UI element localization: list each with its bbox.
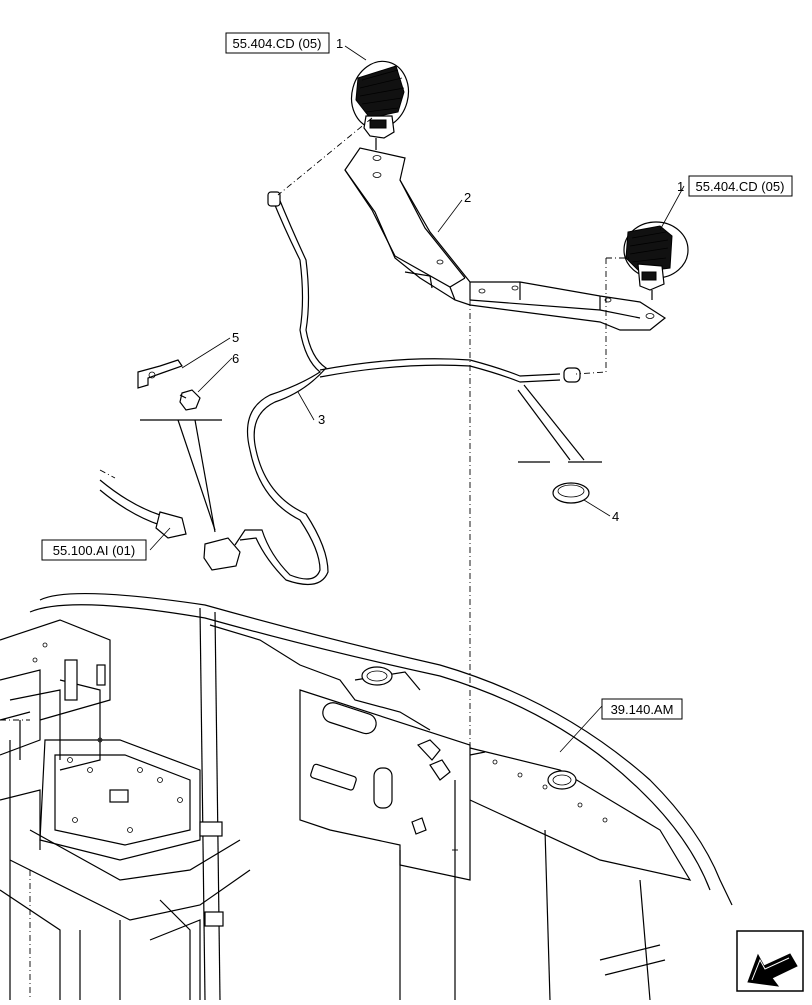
ref-label-connector: 55.100.AI (01) [53, 543, 135, 558]
assembly-leaders [277, 117, 632, 851]
connector-cable [99, 469, 187, 539]
callout-1-left: 1 [336, 36, 343, 51]
ref-label-lamp-left: 55.404.CD (05) [233, 36, 322, 51]
callout-5: 5 [232, 330, 239, 345]
callout-3: 3 [318, 412, 325, 427]
work-lamp-right [623, 221, 689, 300]
work-lamp-left [350, 60, 410, 150]
callout-leaders [149, 45, 685, 753]
ref-box-cab[interactable]: 39.140.AM [601, 698, 683, 720]
cab-roof [29, 593, 733, 1001]
callout-1-right: 1 [677, 179, 684, 194]
lamp-bracket [344, 147, 667, 331]
arrow-back-icon[interactable] [736, 930, 804, 992]
ref-box-connector[interactable]: 55.100.AI (01) [41, 539, 147, 561]
callout-2: 2 [464, 190, 471, 205]
grommet [552, 482, 590, 504]
ref-box-lamp-left[interactable]: 55.404.CD (05) [225, 32, 330, 54]
callout-6: 6 [232, 351, 239, 366]
cab-interior-left [0, 619, 251, 1000]
ref-box-lamp-right[interactable]: 55.404.CD (05) [688, 175, 793, 197]
wiring-harness [203, 191, 581, 586]
ref-label-cab: 39.140.AM [611, 702, 674, 717]
clip-and-bolt [137, 359, 201, 411]
section-markers [140, 384, 602, 533]
ref-label-lamp-right: 55.404.CD (05) [696, 179, 785, 194]
callout-4: 4 [612, 509, 619, 524]
